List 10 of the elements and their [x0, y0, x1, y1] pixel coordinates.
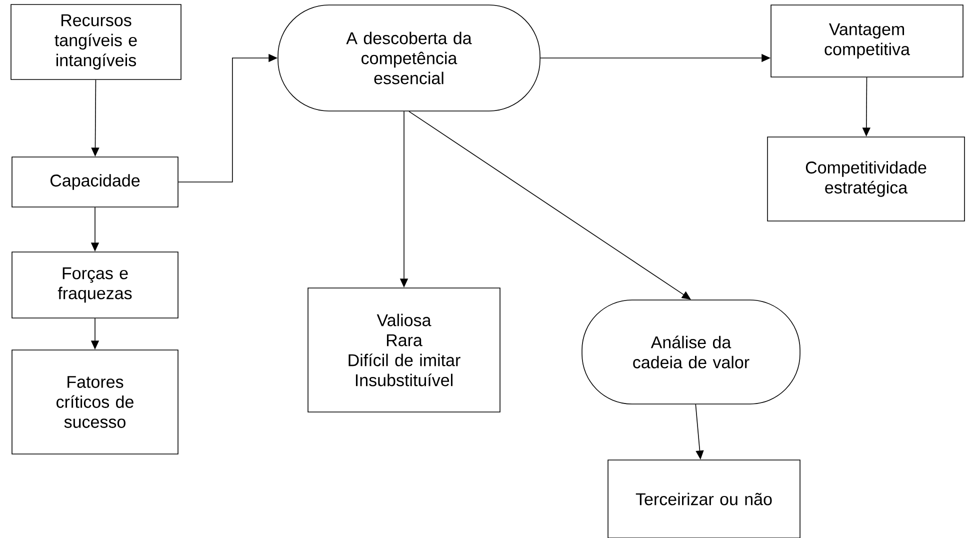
process-box: Forças e fraquezas [12, 252, 178, 318]
process-box: Terceirizar ou não [608, 460, 800, 538]
process-box: Fatores críticos de sucesso [12, 350, 178, 454]
process-box: Vantagem competitiva [770, 4, 964, 78]
process-box: Competitividade estratégica [767, 136, 965, 222]
process-box: Valiosa Rara Difícil de imitar Insubstituível [308, 288, 500, 412]
process-box: Recursos tangíveis e intangíveis [10, 4, 182, 80]
process-box: Capacidade [12, 156, 178, 208]
rounded-box: Análise da cadeia de valor [582, 300, 800, 404]
rounded-box: A descoberta da competência essencial [278, 4, 540, 112]
